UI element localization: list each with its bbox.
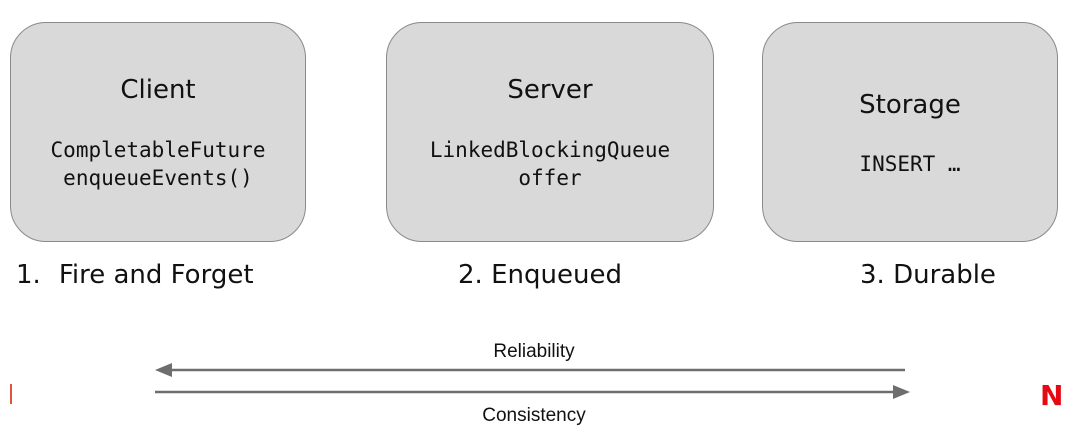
client-code-line: CompletableFuture — [50, 138, 266, 162]
server-code-line: LinkedBlockingQueue — [429, 138, 671, 162]
stage-text: Durable — [893, 260, 996, 290]
client-title: Client — [120, 75, 196, 105]
slide-edge-mark — [10, 384, 12, 404]
direction-arrows — [155, 363, 910, 399]
client-code-line: enqueueEvents() — [63, 166, 253, 190]
consistency-arrow — [155, 385, 910, 399]
server-box: Server LinkedBlockingQueue offer — [386, 22, 714, 242]
server-code-line: offer — [518, 166, 582, 190]
stage-number: 3. — [860, 260, 885, 290]
reliability-label: Reliability — [493, 341, 575, 362]
stage-number: 2. — [458, 260, 483, 290]
netflix-logo: N — [1040, 379, 1064, 412]
storage-title: Storage — [859, 90, 961, 120]
server-title: Server — [507, 75, 593, 105]
stage-number: 1. — [16, 260, 41, 290]
reliability-arrow — [155, 363, 905, 377]
server-code: LinkedBlockingQueue offer — [387, 136, 713, 192]
stage-enqueued: 2. Enqueued — [0, 260, 1080, 290]
client-box: Client CompletableFuture enqueueEvents() — [10, 22, 306, 242]
stage-durable: 3. Durable — [860, 260, 996, 290]
storage-code: INSERT … — [763, 150, 1057, 178]
storage-box: Storage INSERT … — [762, 22, 1058, 242]
stage-fire-and-forget: 1. Fire and Forget — [16, 260, 254, 290]
stage-text: Enqueued — [491, 260, 622, 290]
storage-code-line: INSERT … — [859, 152, 961, 176]
client-code: CompletableFuture enqueueEvents() — [11, 136, 305, 192]
stage-text: Fire and Forget — [58, 260, 254, 290]
consistency-label: Consistency — [482, 405, 586, 426]
